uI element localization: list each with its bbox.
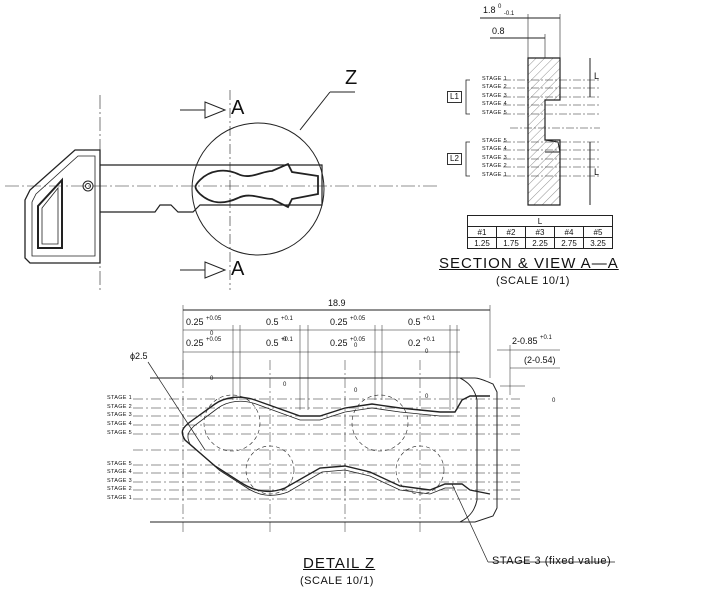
pitch-r1-3-lower: 0 bbox=[354, 343, 358, 349]
dv-stage-upper-2: STAGE 2 bbox=[107, 404, 132, 410]
dv-stage-lower-5: STAGE 5 bbox=[107, 461, 132, 467]
pitch-r2-4-lower: 0 bbox=[425, 394, 429, 400]
dv-stage-upper-5: STAGE 5 bbox=[107, 430, 132, 436]
detail-view bbox=[133, 305, 615, 563]
dv-stage-upper-4: STAGE 4 bbox=[107, 421, 132, 427]
stage3-note: STAGE 3 (fixed value) bbox=[492, 555, 612, 567]
pitch-r2-2-lower: 0 bbox=[283, 382, 287, 388]
section-view-title: SECTION & VIEW A—A bbox=[439, 255, 619, 272]
key-head bbox=[24, 149, 101, 264]
section-arrow-top-label: A bbox=[231, 97, 245, 119]
pitch-r2-3: 0.25 +0.05 bbox=[330, 337, 366, 348]
dv-stage-lower-4: STAGE 4 bbox=[107, 469, 132, 475]
l-side-lower: L bbox=[594, 167, 600, 177]
dv-stage-upper-3: STAGE 3 bbox=[107, 412, 132, 418]
tip-dim-ref: (2-0.54) bbox=[524, 355, 556, 365]
l-side-upper: L bbox=[594, 71, 600, 81]
tip-dim-lower: 0 bbox=[552, 398, 556, 404]
l-values-table: L #1 #2 #3 #4 #5 1.25 1.75 2.25 2.75 3.2… bbox=[467, 215, 613, 249]
dv-stage-lower-3: STAGE 3 bbox=[107, 478, 132, 484]
pitch-r2-4: 0.2 +0.1 bbox=[408, 337, 435, 348]
section-arrow-top bbox=[180, 101, 227, 119]
l-table-col: #4 bbox=[554, 226, 584, 238]
key-overview bbox=[5, 90, 440, 290]
l-table-col: #1 bbox=[467, 226, 497, 238]
pitch-r2-1: 0.25 +0.05 bbox=[186, 337, 222, 348]
dv-stage-lower-1: STAGE 1 bbox=[107, 495, 132, 501]
diameter-dim: ϕ2.5 bbox=[130, 351, 148, 361]
l-table-value: 2.75 bbox=[554, 237, 584, 249]
sv-stage-lower-1: STAGE 1 bbox=[482, 172, 507, 178]
l-table-col: #3 bbox=[525, 226, 555, 238]
section-view bbox=[465, 14, 600, 206]
pitch-r1-3: 0.25 +0.05 bbox=[330, 316, 366, 327]
detail-view-scale: (SCALE 10/1) bbox=[300, 575, 374, 587]
pitch-r2-1-lower: 0 bbox=[210, 376, 214, 382]
dim-thickness: 1.8 0 -0.1 bbox=[483, 4, 515, 17]
detail-blade-outline bbox=[150, 377, 498, 523]
sv-stage-lower-2: STAGE 2 bbox=[482, 163, 507, 169]
section-arrow-bottom-label: A bbox=[231, 258, 245, 280]
pitch-r2-3-lower: 0 bbox=[354, 388, 358, 394]
group-l2: L2 bbox=[447, 153, 462, 165]
sv-stage-lower-3: STAGE 3 bbox=[482, 155, 507, 161]
pitch-r1-2: 0.5 +0.1 bbox=[266, 316, 293, 327]
pitch-r1-1: 0.25 +0.05 bbox=[186, 316, 222, 327]
pitch-r1-4: 0.5 +0.1 bbox=[408, 316, 435, 327]
key-blade bbox=[100, 164, 323, 213]
section-view-scale: (SCALE 10/1) bbox=[496, 275, 570, 287]
z-marker-label: Z bbox=[345, 67, 358, 89]
sv-stage-upper-4: STAGE 4 bbox=[482, 101, 507, 107]
sv-stage-upper-2: STAGE 2 bbox=[482, 84, 507, 90]
dim-cut: 0.8 bbox=[492, 26, 505, 36]
sv-stage-upper-3: STAGE 3 bbox=[482, 93, 507, 99]
overall-length-dim: 18.9 bbox=[328, 298, 346, 308]
l-table-col: #2 bbox=[496, 226, 526, 238]
key-grip-slot bbox=[37, 177, 63, 249]
tip-dim: 2-0.85 +0.1 bbox=[512, 335, 552, 346]
l-table-value: 3.25 bbox=[583, 237, 613, 249]
section-arrow-bottom bbox=[180, 261, 227, 279]
l-table-value: 2.25 bbox=[525, 237, 555, 249]
pivot-hole bbox=[82, 180, 94, 192]
pitch-r1-2-lower: 0 bbox=[283, 337, 287, 343]
detail-keyway-profile bbox=[181, 395, 491, 495]
dv-stage-lower-2: STAGE 2 bbox=[107, 486, 132, 492]
l-table-header: L bbox=[467, 215, 613, 227]
sv-stage-upper-5: STAGE 5 bbox=[482, 110, 507, 116]
detail-view-title: DETAIL Z bbox=[303, 555, 376, 572]
pitch-r1-4-lower: 0 bbox=[425, 349, 429, 355]
l-table-col: #5 bbox=[583, 226, 613, 238]
dv-stage-upper-1: STAGE 1 bbox=[107, 395, 132, 401]
detail-z-circle bbox=[191, 122, 325, 256]
pitch-r1-1-lower: 0 bbox=[210, 331, 214, 337]
pitch-r2-2: 0.5 +0.1 bbox=[266, 337, 293, 348]
key-keyway bbox=[194, 162, 319, 209]
sv-stage-lower-4: STAGE 4 bbox=[482, 146, 507, 152]
sv-stage-lower-5: STAGE 5 bbox=[482, 138, 507, 144]
sv-stage-upper-1: STAGE 1 bbox=[482, 76, 507, 82]
l-table-value: 1.25 bbox=[467, 237, 497, 249]
group-l1: L1 bbox=[447, 91, 462, 103]
l-table-value: 1.75 bbox=[496, 237, 526, 249]
